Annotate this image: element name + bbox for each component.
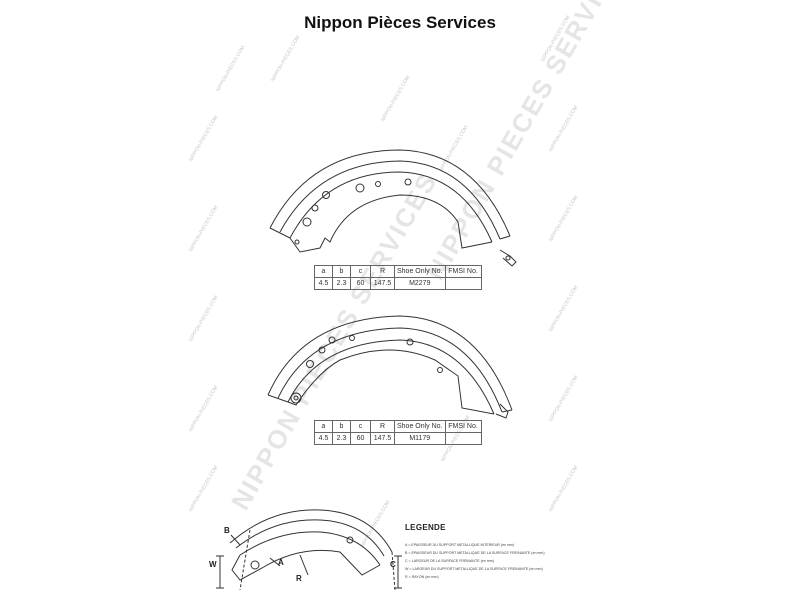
dimension-label-a: A	[278, 558, 284, 567]
table-row: 4.5 2.3 60 147.5 M1179	[314, 432, 482, 445]
page-title: Nippon Pièces Services	[304, 13, 496, 32]
dimension-label-w: W	[209, 560, 217, 569]
legend-shoe-drawing	[216, 509, 402, 591]
table-cell: 4.5	[314, 277, 333, 290]
table-header-cell: Shoe Only No.	[394, 420, 446, 433]
table-header-cell: Shoe Only No.	[394, 265, 446, 278]
legend-title: LEGENDE	[405, 523, 446, 532]
table-cell	[444, 432, 482, 445]
table-header-cell: R	[370, 420, 395, 433]
table-cell: 60	[350, 277, 371, 290]
dimension-label-r: R	[296, 574, 302, 583]
table-cell: M2279	[394, 277, 446, 290]
table-row: 4.5 2.3 60 147.5 M2279	[314, 277, 482, 290]
table-header-row: a b c R Shoe Only No. FMSI No.	[314, 265, 482, 278]
table-cell: M1179	[394, 432, 446, 445]
spec-table-2: a b c R Shoe Only No. FMSI No. 4.5 2.3 6…	[314, 420, 482, 445]
legend-item: B = EPAISSEUR DU SUPPORT METALLIQUE DE L…	[405, 551, 545, 555]
table-cell: 147.5	[370, 432, 395, 445]
dimension-label-c: C	[390, 560, 396, 569]
table-header-cell: a	[314, 420, 333, 433]
table-cell: 147.5	[370, 277, 395, 290]
brake-shoe-2-drawing	[267, 315, 513, 419]
legend-item: R = RAYON (en mm)	[405, 575, 439, 579]
legend-list: A = EPAISSEUR DU SUPPORT METALLIQUE INTE…	[405, 541, 545, 581]
table-header-cell: b	[332, 265, 351, 278]
dimension-label-b: B	[224, 526, 230, 535]
table-header-cell: FMSI No.	[444, 420, 482, 433]
brake-shoe-1-drawing	[269, 149, 517, 267]
table-header-row: a b c R Shoe Only No. FMSI No.	[314, 420, 482, 433]
table-cell: 4.5	[314, 432, 333, 445]
table-header-cell: R	[370, 265, 395, 278]
legend-item: A = EPAISSEUR DU SUPPORT METALLIQUE INTE…	[405, 543, 515, 547]
table-header-cell: c	[350, 420, 371, 433]
table-header-cell: FMSI No.	[444, 265, 482, 278]
table-cell: 60	[350, 432, 371, 445]
legend-item: W = LARGEUR DU SUPPORT METALLIQUE DE LA …	[405, 567, 543, 571]
table-header-cell: c	[350, 265, 371, 278]
table-header-cell: a	[314, 265, 333, 278]
table-cell	[444, 277, 482, 290]
table-cell: 2.3	[332, 277, 351, 290]
table-cell: 2.3	[332, 432, 351, 445]
table-header-cell: b	[332, 420, 351, 433]
spec-table-1: a b c R Shoe Only No. FMSI No. 4.5 2.3 6…	[314, 265, 482, 290]
legend-item: C = LARGEUR DE LA SURFACE FREINANTE (en …	[405, 559, 494, 563]
